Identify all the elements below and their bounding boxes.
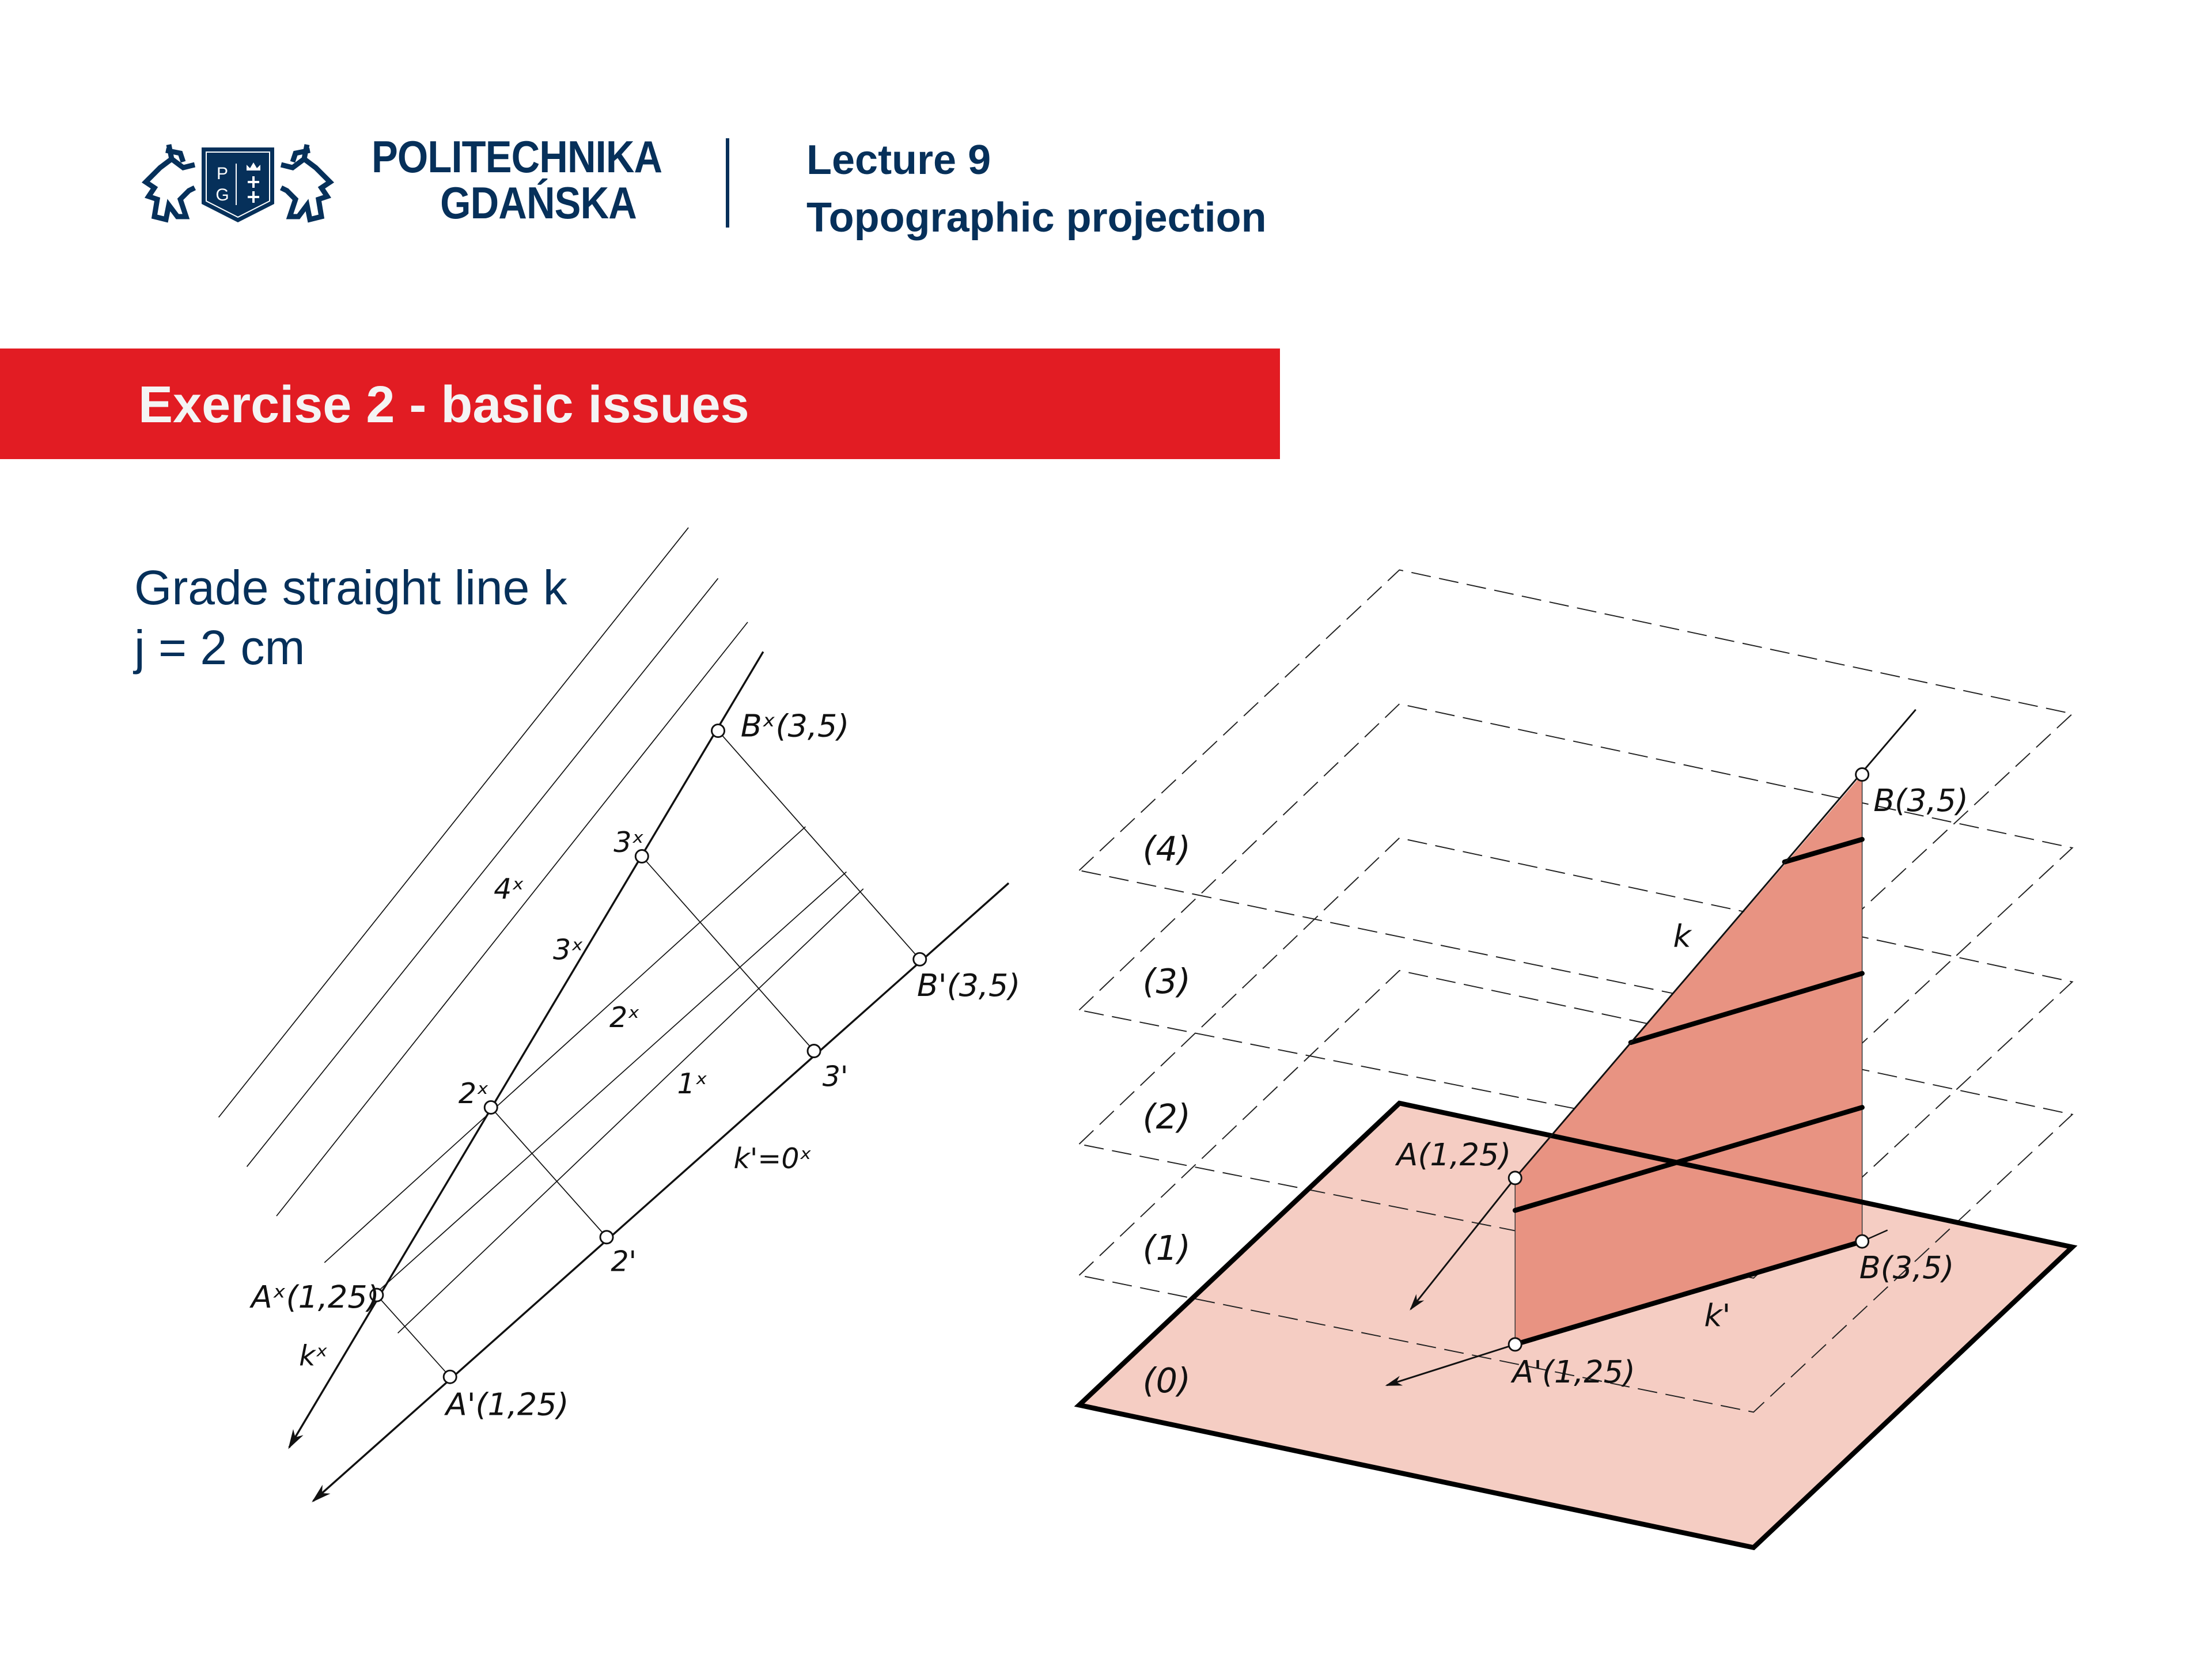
label-2x-line: 2ˣ <box>609 1001 640 1034</box>
contour-segments <box>1512 836 1865 1347</box>
left-diagram <box>218 527 1010 1502</box>
contour-lines <box>218 527 864 1334</box>
label-bx: Bˣ(3,5) <box>741 707 850 744</box>
exercise-banner <box>0 349 1280 459</box>
slide-header: P G POLITECHNIKA GDAŃSKA Lecture 9 Topog… <box>0 0 2212 323</box>
label-k: k <box>1673 918 1692 954</box>
label-a-prime: A'(1,25) <box>1510 1354 1635 1390</box>
line-k-prime <box>312 882 1010 1502</box>
label-level-2: (2) <box>1143 1097 1191 1137</box>
lecture-number: Lecture 9 <box>806 137 991 183</box>
label-3x: 3ˣ <box>613 826 644 859</box>
line-kx <box>288 651 764 1449</box>
label-2p: 2' <box>611 1245 637 1278</box>
label-a: A(1,25) <box>1395 1137 1511 1173</box>
right-diagram <box>1074 569 2078 1551</box>
label-4x-line: 4ˣ <box>494 873 524 906</box>
label-2x: 2ˣ <box>459 1077 489 1110</box>
task-line-1: Grade straight line k <box>134 560 567 615</box>
label-level-0: (0) <box>1143 1361 1191 1400</box>
projection-lines <box>376 730 921 1377</box>
label-ax: Aˣ(1,25) <box>249 1279 380 1315</box>
label-3p: 3' <box>823 1060 849 1093</box>
lecture-heading: Lecture 9 Topographic projection <box>806 131 1267 247</box>
label-ap: A'(1,25) <box>444 1386 569 1422</box>
svg-text:P: P <box>217 164 228 183</box>
task-description: Grade straight line k j = 2 cm <box>134 558 567 677</box>
label-level-4: (4) <box>1143 829 1191 869</box>
label-level-3: (3) <box>1143 961 1191 1001</box>
label-kp-line: k'=0ˣ <box>733 1142 812 1175</box>
brand-line-2: GDAŃSKA <box>440 177 637 228</box>
university-name: POLITECHNIKA GDAŃSKA <box>372 134 662 226</box>
exercise-title: Exercise 2 - basic issues <box>138 376 749 434</box>
label-kx-line: kˣ <box>299 1340 328 1373</box>
projecting-plane <box>1515 774 1862 1344</box>
left-labels: Bˣ(3,5) 3ˣ 2ˣ Aˣ(1,25) B'(3,5) 3' 2' A'(… <box>249 707 1020 1422</box>
line-k <box>1514 709 1916 1179</box>
label-k-prime: k' <box>1704 1297 1730 1334</box>
task-line-2: j = 2 cm <box>134 620 305 675</box>
label-1x-line: 1ˣ <box>677 1067 708 1100</box>
right-labels: (4) (3) (2) (1) (0) B(3,5) A(1,25) B(3,5… <box>1143 782 1968 1400</box>
label-b-base: B(3,5) <box>1859 1249 1955 1286</box>
label-3x-line: 3ˣ <box>553 933 584 966</box>
header-divider <box>726 138 729 228</box>
pg-crest-icon: P G <box>141 144 335 223</box>
left-points <box>369 724 927 1384</box>
label-b: B(3,5) <box>1873 782 1968 819</box>
right-points <box>1508 767 1870 1352</box>
label-level-1: (1) <box>1143 1228 1191 1268</box>
svg-text:G: G <box>215 185 229 204</box>
lecture-title: Topographic projection <box>806 195 1267 241</box>
brand-line-1: POLITECHNIKA <box>372 131 662 182</box>
label-bp: B'(3,5) <box>917 967 1020 1003</box>
